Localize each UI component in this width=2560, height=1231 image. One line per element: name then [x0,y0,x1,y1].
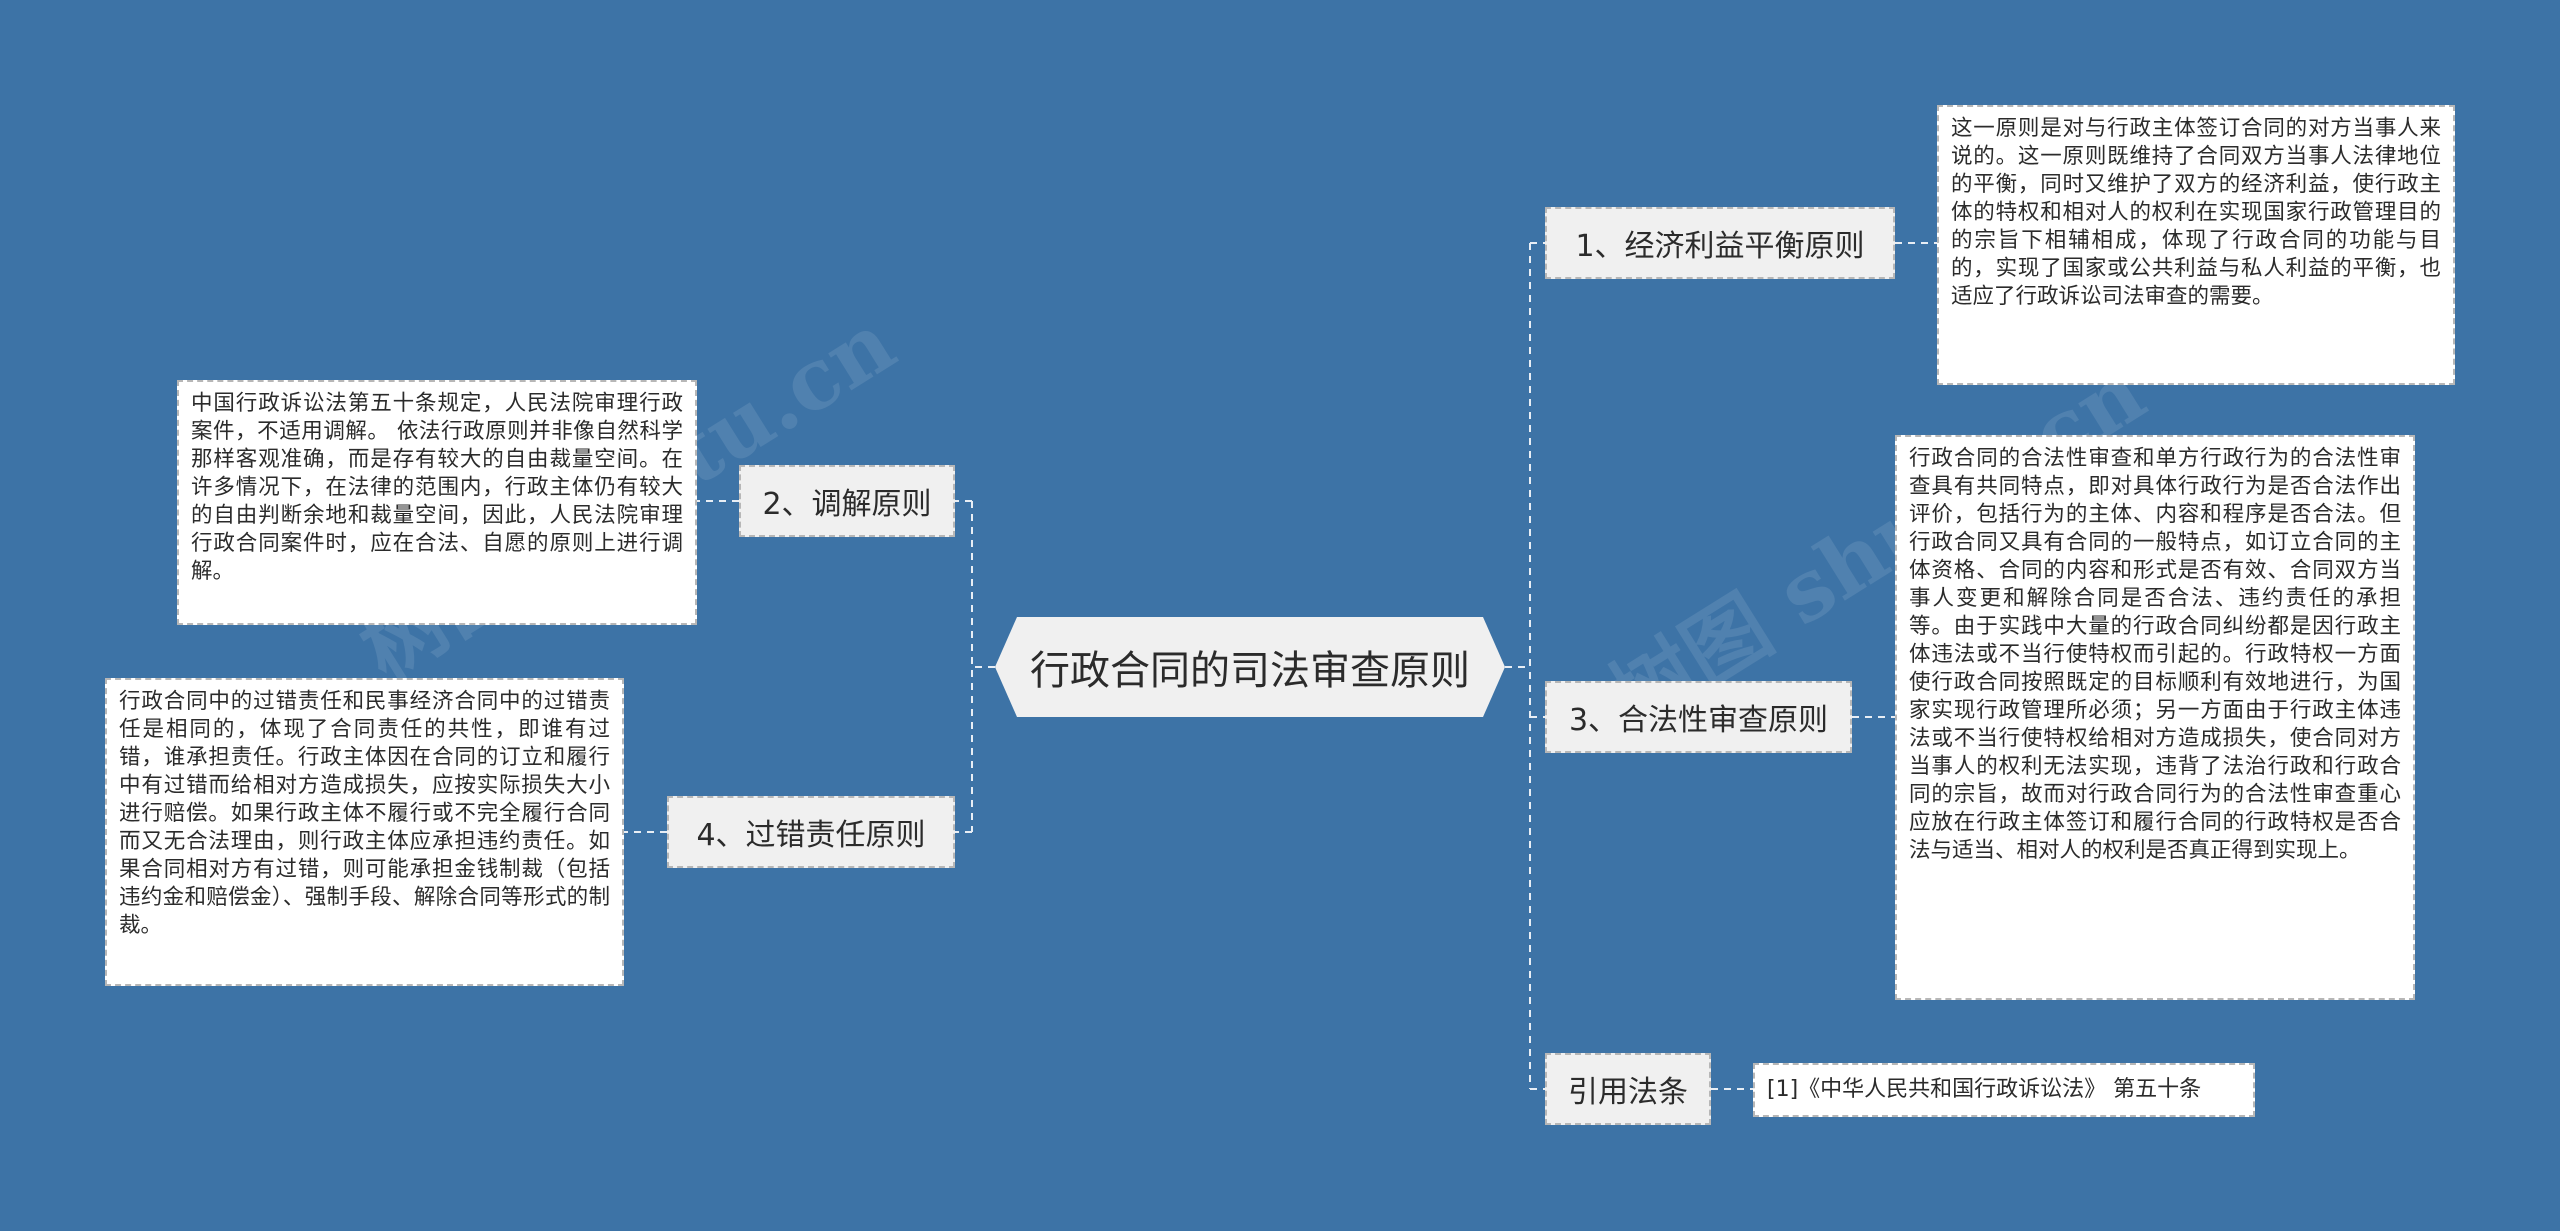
branch-label: 引用法条 [1568,1075,1688,1110]
branch-label: 1、经济利益平衡原则 [1575,229,1865,264]
branch-fault-liability[interactable]: 4、过错责任原则 [667,796,955,868]
leaf-legality-review: 行政合同的合法性审查和单方行政行为的合法性审查具有共同特点，即对具体行政行为是否… [1895,435,2415,1000]
branch-economic-balance[interactable]: 1、经济利益平衡原则 [1545,207,1895,279]
branch-legality-review[interactable]: 3、合法性审查原则 [1545,681,1852,753]
leaf-economic-balance: 这一原则是对与行政主体签订合同的对方当事人来说的。这一原则既维持了合同双方当事人… [1937,105,2455,385]
branch-label: 4、过错责任原则 [696,818,926,853]
branch-label: 2、调解原则 [762,487,932,522]
root-label: 行政合同的司法审查原则 [1030,648,1470,694]
leaf-mediation: 中国行政诉讼法第五十条规定，人民法院审理行政案件，不适用调解。 依法行政原则并非… [177,380,697,625]
root-node[interactable]: 行政合同的司法审查原则 [995,617,1505,717]
root-hexagon-shape [995,617,1505,717]
branch-mediation[interactable]: 2、调解原则 [739,465,955,537]
leaf-cited-law: [1]《中华人民共和国行政诉讼法》 第五十条 [1753,1063,2255,1117]
leaf-fault-liability: 行政合同中的过错责任和民事经济合同中的过错责任是相同的，体现了合同责任的共性，即… [105,678,624,986]
branch-cited-law[interactable]: 引用法条 [1545,1053,1711,1125]
branch-label: 3、合法性审查原则 [1568,703,1829,738]
